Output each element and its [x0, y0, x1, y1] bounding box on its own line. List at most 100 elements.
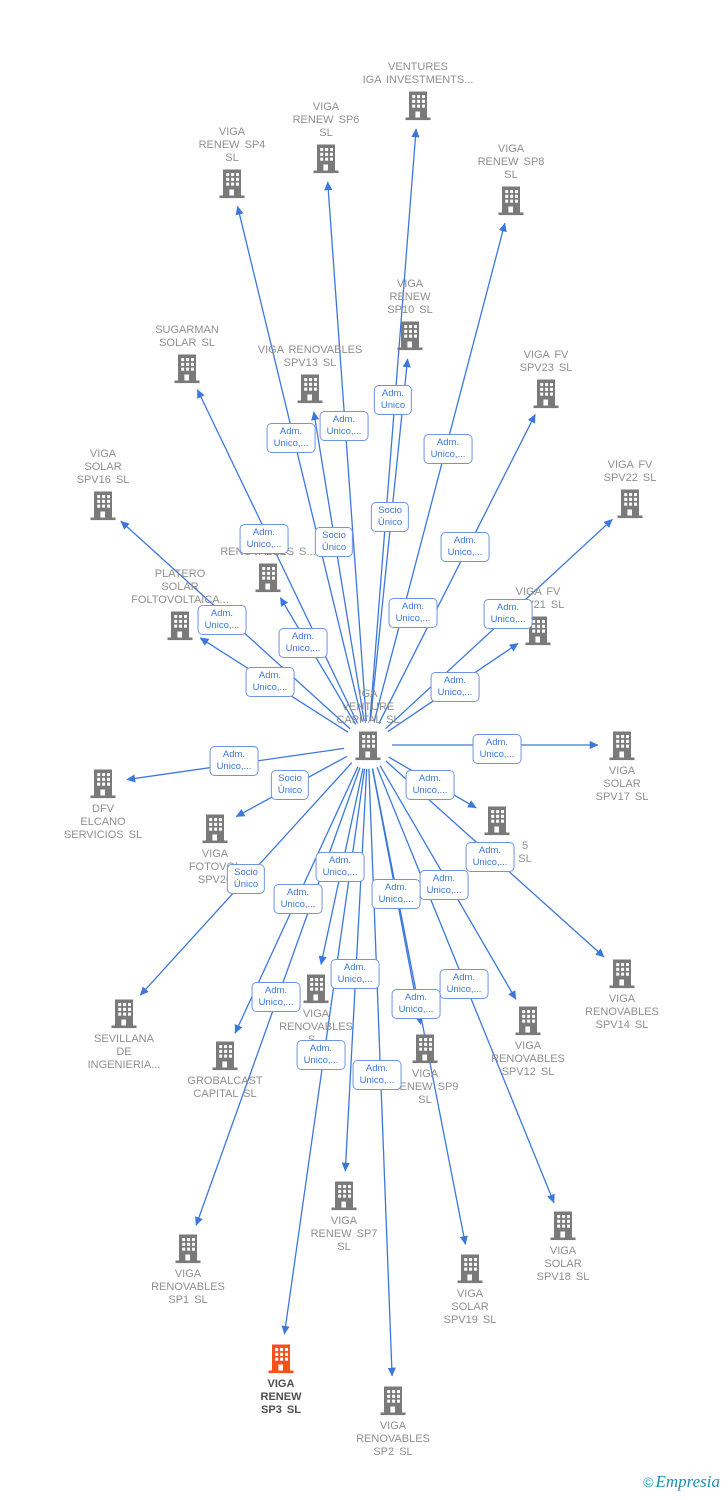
- company-label: VIGA RENEW SP9 SL: [391, 1068, 459, 1106]
- watermark-brand: Empresia: [655, 1472, 720, 1491]
- relationship-label[interactable]: Adm. Unico,...: [430, 672, 480, 702]
- building-icon-graphic: [550, 1211, 576, 1241]
- relationship-label[interactable]: Adm. Unico,...: [273, 884, 323, 914]
- ownership-edge: [378, 413, 536, 724]
- building-icon-graphic: [90, 491, 116, 521]
- company-label: VIGA RENEW SP4 SL: [198, 126, 266, 164]
- company-label: PLATERO SOLAR FOLTOVOLTAICA...: [131, 568, 229, 606]
- relationship-label[interactable]: Socio Único: [314, 527, 354, 557]
- copyright-icon: ©: [643, 1474, 654, 1490]
- building-icon: [352, 729, 384, 761]
- building-icon-graphic: [412, 1034, 438, 1064]
- relationship-label[interactable]: Adm. Unico,...: [209, 746, 259, 776]
- company-label: SEVILLANA DE INGENIERIA...: [87, 1033, 161, 1071]
- building-icon: [530, 377, 562, 409]
- company-label: 5 SL: [518, 840, 532, 865]
- building-icon-graphic: [609, 959, 635, 989]
- building-icon-graphic: [355, 731, 381, 761]
- relationship-label[interactable]: Adm. Unico,...: [251, 982, 301, 1012]
- building-icon-graphic: [380, 1386, 406, 1416]
- building-icon: [394, 319, 426, 351]
- building-icon: [87, 489, 119, 521]
- relationship-label[interactable]: Socio Único: [370, 502, 410, 532]
- building-icon: [108, 997, 140, 1029]
- company-label: GROBALCAST CAPITAL SL: [187, 1075, 263, 1100]
- building-icon-graphic: [303, 974, 329, 1004]
- building-icon: [300, 972, 332, 1004]
- company-label: DFV ELCANO SERVICIOS SL: [63, 803, 143, 841]
- relationship-label[interactable]: Socio Único: [226, 864, 266, 894]
- ownership-edge: [324, 181, 367, 722]
- building-icon: [87, 767, 119, 799]
- building-icon: [454, 1252, 486, 1284]
- building-icon-graphic: [212, 1041, 238, 1071]
- watermark[interactable]: ©Empresia: [643, 1472, 720, 1492]
- building-icon-graphic: [498, 186, 524, 216]
- relationship-label[interactable]: Adm. Unico,...: [197, 605, 247, 635]
- company-label: SUGARMAN SOLAR SL: [155, 324, 219, 349]
- company-label: VIGA SOLAR SPV19 SL: [443, 1288, 497, 1326]
- building-icon: [216, 167, 248, 199]
- building-icon: [606, 729, 638, 761]
- building-icon-graphic: [609, 731, 635, 761]
- relationship-label[interactable]: Adm. Unico,...: [439, 969, 489, 999]
- building-icon-graphic: [457, 1254, 483, 1284]
- building-icon: [164, 609, 196, 641]
- building-icon-graphic: [111, 999, 137, 1029]
- company-label: VIGA RENOVABLES SP1 SL: [151, 1268, 225, 1306]
- relationship-label[interactable]: Adm. Unico,...: [423, 434, 473, 464]
- building-icon-graphic: [175, 1234, 201, 1264]
- relationship-label[interactable]: Adm. Unico,...: [472, 734, 522, 764]
- relationship-label[interactable]: Adm. Unico,...: [266, 423, 316, 453]
- ownership-edge: [369, 128, 420, 722]
- relationship-label[interactable]: Adm. Unico,...: [239, 524, 289, 554]
- relationship-label[interactable]: Adm. Unico,...: [483, 599, 533, 629]
- relationship-label[interactable]: Adm. Unico,...: [278, 628, 328, 658]
- relationship-label[interactable]: Adm. Unico: [373, 385, 413, 415]
- ownership-edge: [235, 205, 364, 722]
- relationship-label[interactable]: Adm. Unico,...: [296, 1040, 346, 1070]
- building-icon-graphic: [533, 379, 559, 409]
- building-icon-graphic: [202, 814, 228, 844]
- relationship-label[interactable]: Adm. Unico,...: [371, 879, 421, 909]
- company-label: VIGA SOLAR SPV17 SL: [595, 765, 649, 803]
- relationship-label[interactable]: Adm. Unico,...: [440, 532, 490, 562]
- building-icon-graphic: [484, 806, 510, 836]
- relationship-label[interactable]: Adm. Unico,...: [315, 852, 365, 882]
- company-label: VIGA RENEW SP10 SL: [387, 278, 433, 316]
- building-icon: [522, 614, 554, 646]
- building-icon: [172, 1232, 204, 1264]
- building-icon: [547, 1209, 579, 1241]
- relationship-label[interactable]: Socio Único: [270, 770, 310, 800]
- relationship-label[interactable]: Adm. Unico,...: [465, 842, 515, 872]
- building-icon-graphic: [313, 144, 339, 174]
- building-icon-graphic: [617, 489, 643, 519]
- company-label: VIGA SOLAR SPV18 SL: [536, 1245, 590, 1283]
- building-icon: [495, 184, 527, 216]
- relationship-label[interactable]: Adm. Unico,...: [419, 870, 469, 900]
- relationship-label[interactable]: Adm. Unico,...: [330, 959, 380, 989]
- building-icon-graphic: [405, 91, 431, 121]
- building-icon-graphic: [255, 563, 281, 593]
- company-label: VIGA RENOVABLES SPV13 SL: [257, 344, 363, 369]
- relationship-label[interactable]: Adm. Unico,...: [245, 667, 295, 697]
- building-icon-graphic: [167, 611, 193, 641]
- building-icon: [377, 1384, 409, 1416]
- building-icon-graphic: [331, 1181, 357, 1211]
- relationship-label[interactable]: Adm. Unico,...: [319, 411, 369, 441]
- relationship-label[interactable]: Adm. Unico,...: [405, 770, 455, 800]
- relationship-label[interactable]: Adm. Unico,...: [352, 1060, 402, 1090]
- building-icon: [265, 1342, 297, 1374]
- building-icon: [310, 142, 342, 174]
- company-label: VIGA FV SPV23 SL: [519, 349, 573, 374]
- relationship-label[interactable]: Adm. Unico,...: [391, 989, 441, 1019]
- company-label: VIGA RENOVABLES SPV12 SL: [491, 1040, 565, 1078]
- building-icon-graphic: [297, 374, 323, 404]
- company-label: VIGA RENEW SP8 SL: [477, 143, 545, 181]
- building-icon-graphic: [90, 769, 116, 799]
- company-label: VIGA SOLAR SPV16 SL: [76, 448, 130, 486]
- company-label: VIGA RENOVABLES SP2 SL: [356, 1420, 430, 1458]
- building-icon: [402, 89, 434, 121]
- relationship-label[interactable]: Adm. Unico,...: [388, 598, 438, 628]
